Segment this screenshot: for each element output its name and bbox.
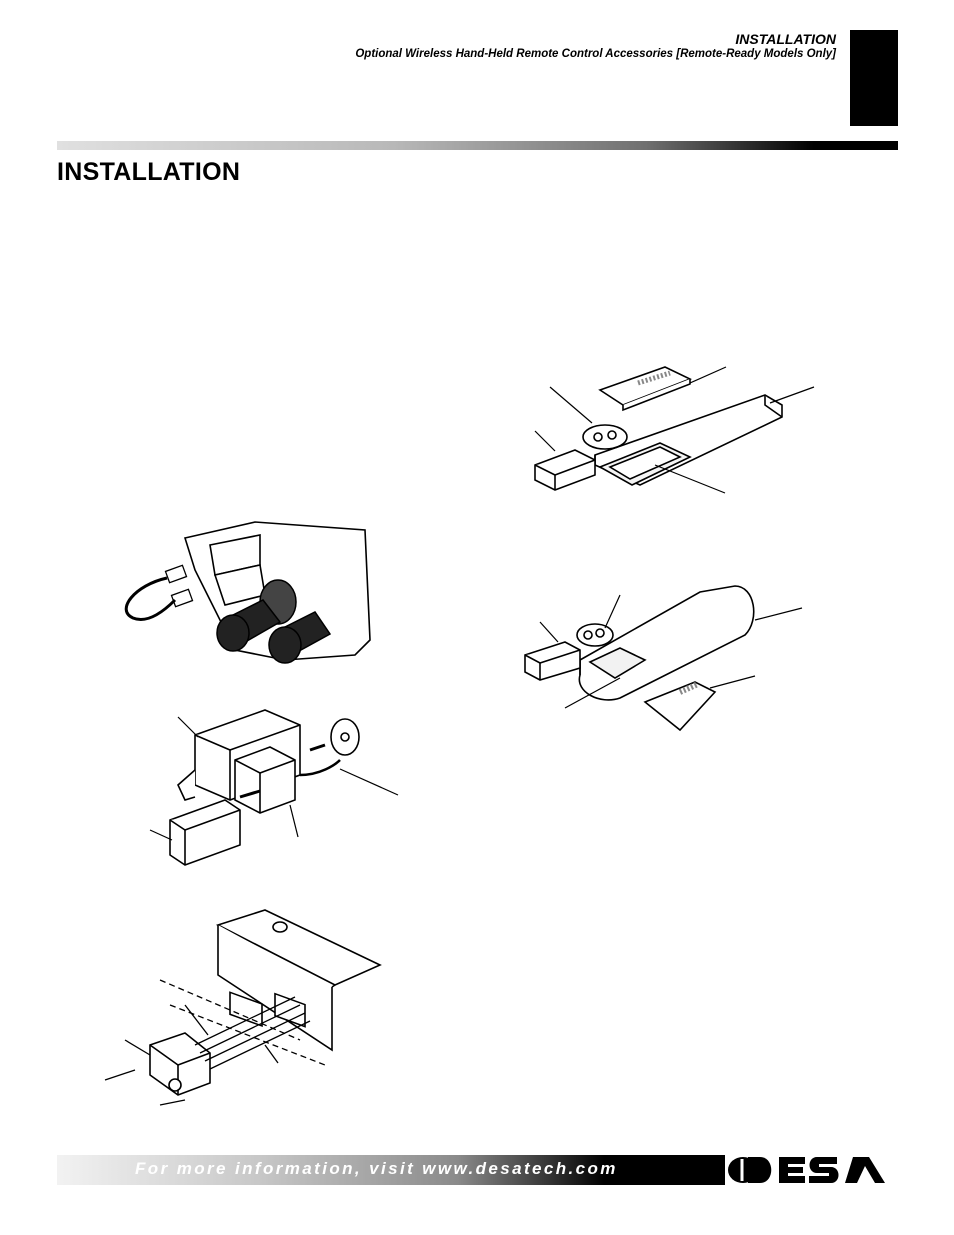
- page-title: INSTALLATION: [57, 158, 241, 186]
- footer-link-text[interactable]: For more information, visit www.desatech…: [135, 1159, 618, 1178]
- wire-harness-valve-figure: [124, 521, 371, 664]
- header-section-title: INSTALLATION: [735, 31, 836, 47]
- desa-logo: [728, 1157, 885, 1183]
- remote-transmitter-battery-figure: [534, 366, 815, 494]
- switch-bracket-figure: [104, 909, 382, 1106]
- curved-remote-battery-figure: [524, 585, 803, 732]
- remote-receiver-battery-figure: [149, 709, 399, 866]
- footer-bar: [57, 1155, 725, 1185]
- header-subtitle: Optional Wireless Hand-Held Remote Contr…: [355, 48, 836, 60]
- header-rule: [57, 141, 898, 150]
- section-tab: [850, 30, 898, 126]
